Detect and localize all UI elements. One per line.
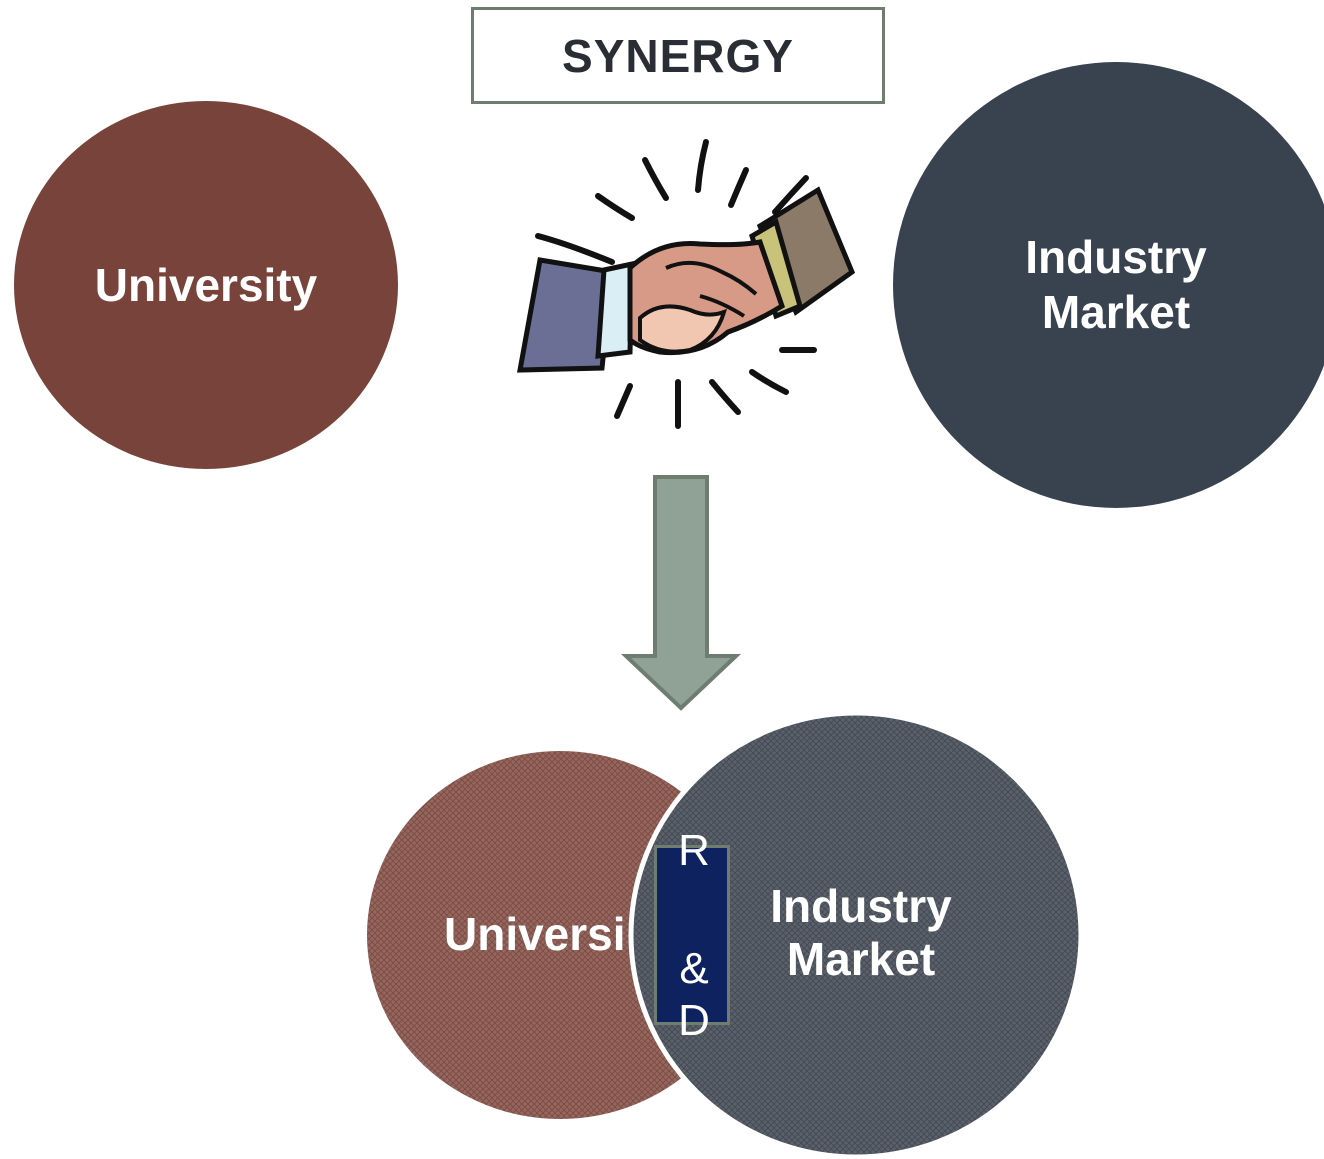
venn-industry-circle [628, 710, 1084, 1159]
down-arrow-icon [620, 475, 742, 711]
rd-letter-d: D [678, 996, 710, 1045]
rd-letter-amp: & [679, 944, 709, 993]
university-label: University [94, 259, 318, 311]
industry-label: Industry [1025, 230, 1207, 283]
venn-industry-label: Industry Market [763, 880, 959, 986]
handshake-icon [516, 139, 856, 429]
rd-letter-r: R [678, 826, 710, 875]
industry-market-circle: Industry Market [893, 62, 1324, 508]
venn-market-line: Market [786, 932, 936, 985]
market-label: Market [1041, 286, 1191, 338]
rd-overlap-box [654, 845, 730, 1025]
venn-university-label: Universi [444, 908, 626, 960]
venn-industry-line: Industry [770, 880, 952, 932]
university-circle: University [14, 101, 398, 469]
synergy-title: SYNERGY [471, 7, 885, 104]
